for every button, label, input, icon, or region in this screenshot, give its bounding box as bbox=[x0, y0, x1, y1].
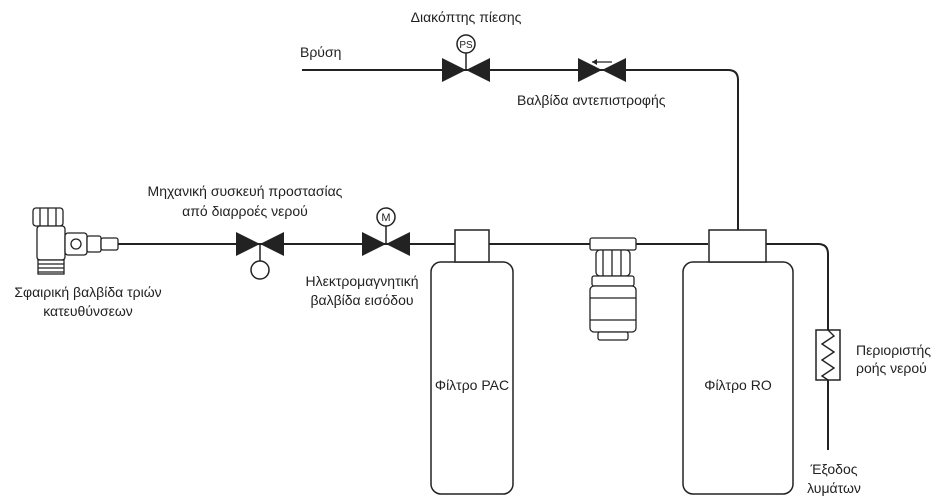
leak-protection-label-line2: από διαρροές νερού bbox=[182, 203, 308, 219]
ball-valve-label-line2: κατευθύνσεων bbox=[43, 303, 133, 319]
booster-pump-icon bbox=[589, 237, 637, 341]
tap-label: Βρύση bbox=[300, 44, 342, 60]
ro-filter bbox=[682, 229, 794, 495]
ro-filter-label: Φίλτρο RO bbox=[704, 377, 772, 393]
three-way-ball-valve-icon bbox=[32, 207, 119, 275]
leak-protection-valve bbox=[236, 232, 284, 280]
pac-filter-label: Φίλτρο PAC bbox=[434, 377, 510, 393]
ball-valve-label-line1: Σφαιρική βαλβίδα τριών bbox=[14, 284, 162, 300]
pressure-switch-valve: PS bbox=[442, 34, 490, 82]
leak-protection-label-line1: Μηχανική συσκευή προστασίας bbox=[147, 183, 343, 199]
pac-filter bbox=[430, 229, 514, 495]
drain-label-line1: Έξοδος bbox=[810, 461, 858, 477]
check-valve bbox=[578, 58, 626, 82]
flow-restrictor bbox=[815, 329, 841, 381]
flow-restrictor-label-line2: ροής νερού bbox=[856, 360, 927, 376]
drain-label-line2: λυμάτων bbox=[807, 480, 861, 496]
solenoid-label-line2: βαλβίδα εισόδου bbox=[310, 292, 414, 308]
flow-restrictor-label-line1: Περιοριστής bbox=[856, 342, 931, 358]
solenoid-inlet-valve: M bbox=[362, 207, 410, 256]
solenoid-symbol: M bbox=[381, 212, 390, 224]
pressure-switch-label: Διακόπτης πίεσης bbox=[410, 9, 522, 25]
pipe-drain-line bbox=[766, 243, 829, 450]
pipe-tap-line bbox=[302, 69, 739, 230]
check-valve-label: Βαλβίδα αντεπιστροφής bbox=[517, 92, 666, 108]
pressure-switch-symbol: PS bbox=[459, 40, 473, 51]
solenoid-label-line1: Ηλεκτρομαγνητική bbox=[305, 273, 419, 289]
